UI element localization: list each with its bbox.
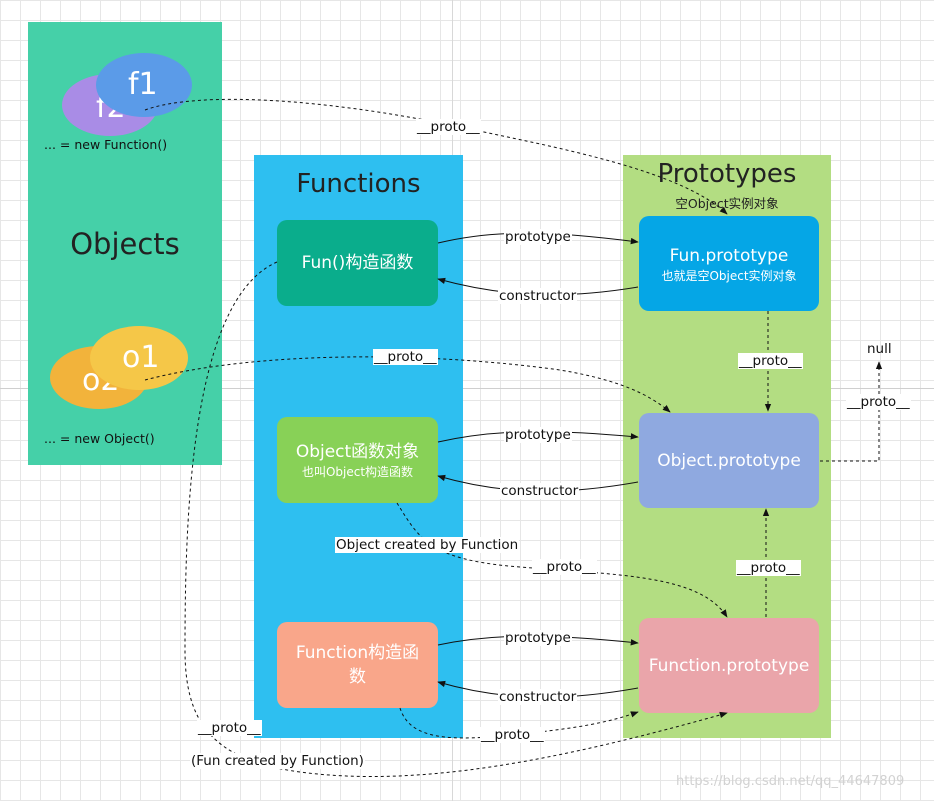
objects-panel-title: Objects <box>70 227 180 261</box>
edge-label-proto: __proto__ <box>532 559 597 575</box>
f1-label: f1 <box>128 67 158 102</box>
edge-label-proto: __proto__ <box>480 727 545 743</box>
object-function-sublabel: 也叫Object构造函数 <box>301 465 414 479</box>
new-function-caption: ... = new Function() <box>44 137 168 152</box>
edge-label-proto: __proto__ <box>416 119 481 135</box>
edge-label-constructor: constructor <box>500 483 580 499</box>
functions-panel-title: Functions <box>296 169 421 199</box>
fun-prototype-node: Fun.prototype 也就是空Object实例对象 <box>639 216 819 311</box>
object-function-label: Object函数对象 <box>295 442 420 462</box>
function-prototype-label: Function.prototype <box>648 655 810 676</box>
prototypes-panel-subtitle: 空Object实例对象 <box>675 196 779 211</box>
edge-label-proto: __proto__ <box>846 394 911 410</box>
object-created-by-function-label: Object created by Function <box>335 537 520 553</box>
fun-prototype-sublabel: 也就是空Object实例对象 <box>661 268 797 283</box>
watermark: https://blog.csdn.net/qq_44647809 <box>676 774 905 789</box>
edge-label-proto: __proto__ <box>736 560 801 576</box>
edge-label-proto: __proto__ <box>738 353 803 369</box>
new-object-caption: ... = new Object() <box>44 431 155 446</box>
edge-label-constructor: constructor <box>498 689 578 705</box>
function-constructor-node: Function构造函数 <box>277 622 438 708</box>
o1-label: o1 <box>122 340 160 375</box>
edge-label-prototype: prototype <box>504 630 572 646</box>
prototypes-panel-title: Prototypes <box>657 159 797 189</box>
edge-label-prototype: prototype <box>504 427 572 443</box>
object-function-node: Object函数对象 也叫Object构造函数 <box>277 417 438 503</box>
fun-created-by-function-label: (Fun created by Function) <box>190 753 365 769</box>
function-constructor-label: Function构造函数 <box>295 643 420 687</box>
null-label: null <box>867 341 892 357</box>
edge-label-proto: __proto__ <box>373 349 438 365</box>
edge-label-prototype: prototype <box>504 229 572 245</box>
fun-constructor-node: Fun()构造函数 <box>277 220 438 306</box>
edge-label-constructor: constructor <box>498 288 578 304</box>
object-prototype-label: Object.prototype <box>657 450 801 471</box>
object-prototype-node: Object.prototype <box>639 413 819 508</box>
edge-label-proto: __proto__ <box>197 720 262 736</box>
fun-prototype-label: Fun.prototype <box>669 245 789 266</box>
function-prototype-node: Function.prototype <box>639 618 819 713</box>
fun-constructor-label: Fun()构造函数 <box>301 253 414 273</box>
